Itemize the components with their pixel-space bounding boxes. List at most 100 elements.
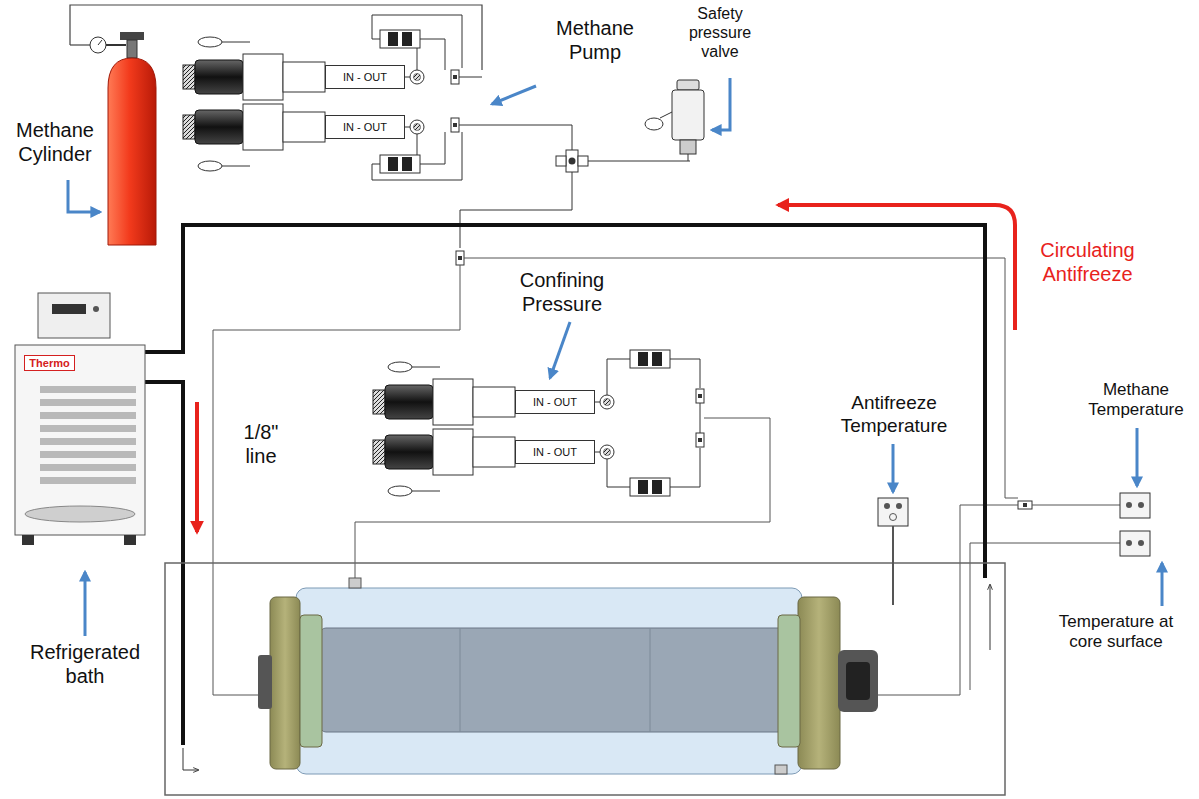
refrigerated-bath [124,535,136,545]
core-holder [165,563,1005,795]
methane-cylinder [70,5,482,245]
refrigerated-bath [40,399,136,406]
brand-badge: Thermo [24,355,75,371]
methane-line [1032,505,1120,506]
refrigerated-bath [52,304,86,314]
flow-label: Circulating Antifreeze [1025,238,1150,286]
pump-body: IN - OUT [325,115,405,139]
safety-valve [660,112,672,118]
methane-pump [556,156,566,166]
refrigerated-bath [40,477,136,484]
temperature-sensor [890,514,897,521]
core-holder [270,597,300,769]
methane-pump [183,54,424,100]
methane-line [1018,501,1032,509]
confining-pump [355,350,770,578]
refrigerated-bath [93,306,99,312]
confining-pump [412,491,440,492]
box-text: Thermo [29,357,69,369]
temperature-sensor [878,498,908,526]
part-label: Confining Pressure [495,268,629,316]
antifreeze-loop [183,748,198,770]
confining-pump [373,429,614,475]
part-label: Methane Pump [528,16,662,64]
pump-body: IN - OUT [515,390,595,414]
methane-pump [372,132,462,180]
antifreeze-loop [990,585,991,650]
part-label: Antifreeze Temperature [818,392,970,438]
refrigerated-bath [40,451,136,458]
confining-pump [696,389,704,403]
confining-pump [678,448,700,487]
methane-pump [459,77,482,78]
methane-pump [183,15,690,248]
callout-arrow [550,322,570,378]
callout-arrow [68,78,1162,636]
confining-pump [607,478,622,487]
methane-cylinder [127,40,137,58]
safety-valve [677,80,699,90]
temperature-sensor [878,493,1150,605]
core-holder [320,628,790,732]
part-label: 1/8" line [232,420,290,468]
confining-pump [607,459,608,478]
methane-pump [222,166,250,167]
core-holder [838,650,878,712]
core-holder [165,563,1005,795]
temperature-sensor [1138,502,1144,508]
methane-pump [451,118,459,132]
methane-pump [417,134,418,155]
refrigerated-bath [15,345,145,535]
core-holder [798,597,840,769]
methane-pump [222,42,250,43]
confining-pump [607,359,622,368]
confining-pump [388,486,412,496]
methane-pump [428,39,445,70]
core-holder [300,615,322,747]
methane-cylinder [120,32,144,40]
methane-line [464,258,1018,498]
safety-valve [680,140,696,154]
callout-arrow [892,444,895,492]
safety-valve [688,154,689,161]
methane-pump [578,156,588,166]
refrigerated-bath [22,535,34,545]
temperature-sensor [884,503,890,509]
temperature-sensor [896,503,902,509]
part-label: Refrigerated bath [18,640,152,688]
methane-line [456,251,464,265]
core-holder [349,578,361,588]
core-holder [775,765,787,774]
callout-arrow [1136,428,1139,486]
antifreeze-loop [145,225,985,578]
callout-arrow [712,78,730,130]
confining-pump [355,418,770,578]
callout-arrow [1161,563,1164,606]
temperature-sensor [1126,502,1132,508]
part-label: Methane Cylinder [4,118,106,166]
confining-pump [700,403,701,433]
temperature-sensor [1120,493,1150,518]
confining-pump [373,379,614,425]
refrigerated-bath [40,425,136,432]
methane-cylinder [98,40,102,45]
refrigerated-bath [40,464,136,471]
methane-pump [372,30,428,48]
box-text: IN - OUT [343,71,387,83]
methane-pump [569,158,576,165]
refrigerated-bath [15,293,145,545]
temperature-sensor [1126,540,1132,546]
methane-pump [183,104,424,150]
methane-pump [460,172,572,248]
safety-valve [645,80,704,161]
confining-pump [696,433,704,447]
safety-valve [672,90,704,140]
methane-pump [451,70,459,84]
refrigerated-bath [40,438,136,445]
confining-pump [622,478,678,496]
temperature-sensor [892,526,894,605]
methane-pump [588,161,690,162]
temperature-sensor [1138,540,1144,546]
